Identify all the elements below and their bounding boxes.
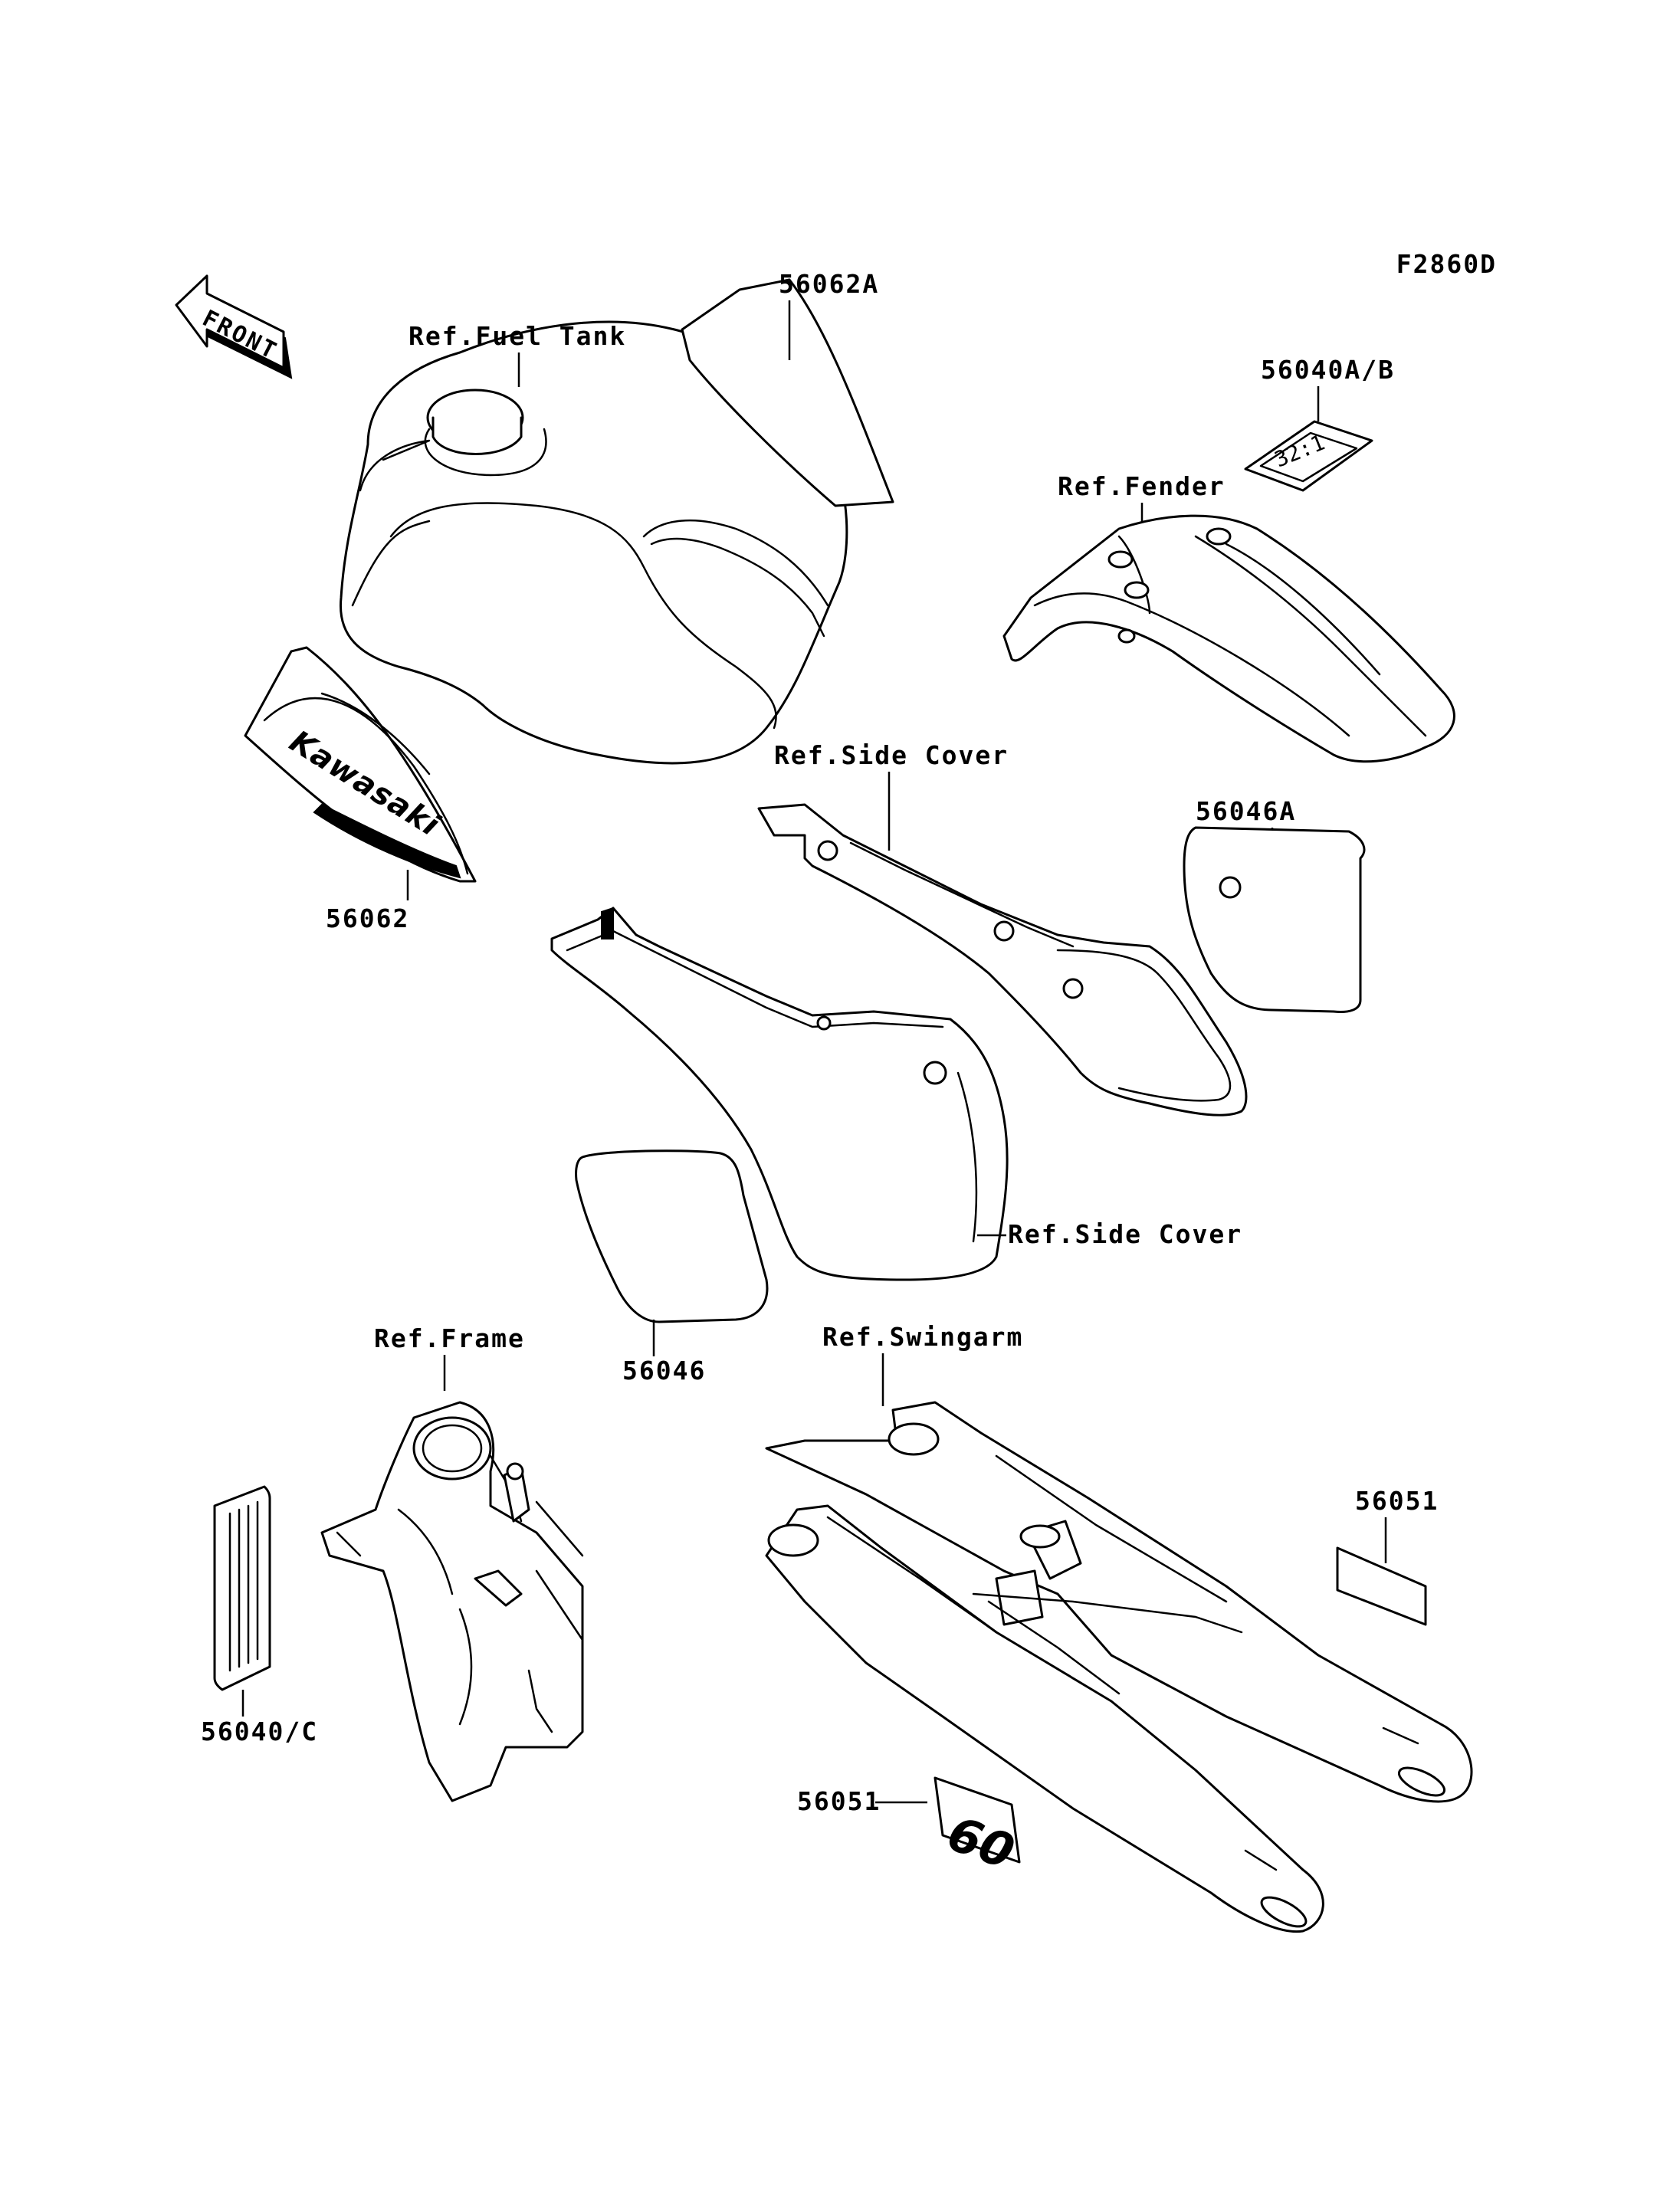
- decal-56040C: [213, 1485, 271, 1691]
- decal-56051-lower: 60: [934, 1776, 1022, 1881]
- decal-56046: [575, 1149, 769, 1323]
- figure-code: F2860D: [1396, 249, 1497, 279]
- ref-swingarm-label: Ref.Swingarm: [822, 1322, 1023, 1352]
- ref-side-cover-top-label: Ref.Side Cover: [774, 740, 1009, 770]
- decal-56040AB: 32:1: [1244, 420, 1373, 492]
- part-56040AB-label: 56040A/B: [1261, 355, 1395, 385]
- decal-56046A: [1183, 826, 1366, 1013]
- ref-frame-label: Ref.Frame: [374, 1323, 525, 1353]
- decal-56062-kawasaki: Kawasaki: [244, 646, 477, 883]
- front-arrow-icon: FRONT: [175, 274, 293, 379]
- part-56062A-label: 56062A: [779, 269, 879, 299]
- part-56051-lower-label: 56051: [797, 1786, 881, 1816]
- part-56046A-label: 56046A: [1196, 796, 1296, 826]
- fender: [1002, 514, 1455, 763]
- part-56046-label: 56046: [622, 1356, 706, 1385]
- frame: [320, 1401, 584, 1802]
- decal-56062A: [681, 278, 894, 507]
- side-cover-upper: [757, 803, 1248, 1117]
- swingarm: [765, 1401, 1473, 1933]
- ref-fender-label: Ref.Fender: [1058, 471, 1226, 501]
- ref-fuel-tank-label: Ref.Fuel Tank: [409, 321, 626, 351]
- fuel-tank: [339, 320, 848, 765]
- decal-56051-upper: [1336, 1546, 1427, 1626]
- part-56040C-label: 56040/C: [201, 1717, 318, 1746]
- part-56062-label: 56062: [326, 903, 409, 933]
- side-cover-lower: [550, 907, 1009, 1281]
- ref-side-cover-right-label: Ref.Side Cover: [1008, 1219, 1242, 1249]
- part-56051-upper-label: 56051: [1355, 1486, 1439, 1516]
